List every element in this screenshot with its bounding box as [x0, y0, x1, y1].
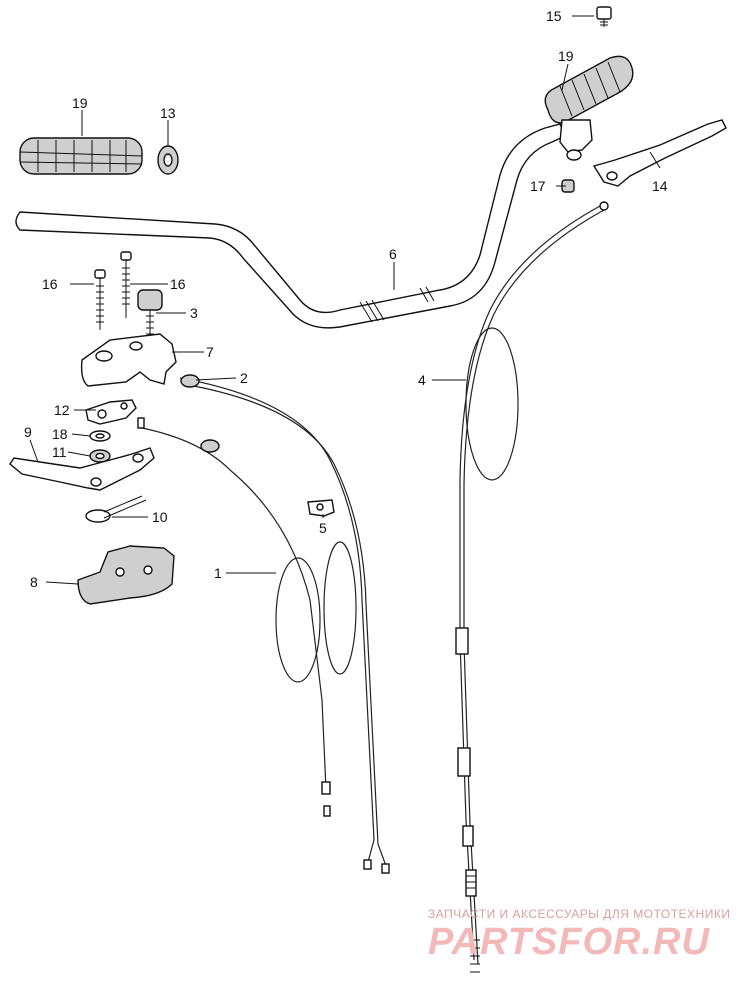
- callout-5: 5: [319, 520, 327, 536]
- part-8-cover: [77, 545, 175, 605]
- part-3-adjuster: [137, 289, 163, 340]
- callout-3: 3: [190, 305, 198, 321]
- callout-labels: 15 19 19 13 17 14 6 16 16 3 7 2 4 12 9 1…: [24, 8, 668, 590]
- callout-18: 18: [52, 426, 68, 442]
- callout-16-left: 16: [42, 276, 58, 292]
- part-16-screws: [94, 251, 132, 330]
- callout-6: 6: [389, 246, 397, 262]
- watermark: ЗАПЧАСТИ И АКСЕССУАРЫ ДЛЯ МОТОТЕХНИКИ PA…: [428, 907, 730, 963]
- callout-16-right: 16: [170, 276, 186, 292]
- callout-11: 11: [52, 444, 67, 460]
- callout-13: 13: [160, 105, 176, 121]
- callout-19-right: 19: [558, 48, 574, 64]
- leader-lines: [29, 15, 661, 585]
- handlebar: [15, 123, 566, 329]
- part-9-clutch-lever: [9, 447, 155, 491]
- part-12-plate: [85, 399, 137, 425]
- callout-15: 15: [546, 8, 562, 24]
- part-5-cable-clamp: [307, 499, 335, 517]
- part-13-collar: [157, 145, 179, 175]
- callout-4: 4: [418, 372, 426, 388]
- cable-4: [455, 201, 609, 973]
- cable-1: [137, 417, 331, 817]
- callout-17: 17: [530, 178, 546, 194]
- part-7-lever-housing: [80, 333, 177, 387]
- callout-9: 9: [24, 424, 32, 440]
- callout-7: 7: [206, 344, 214, 360]
- watermark-brand: PARTSFOR.RU: [428, 921, 710, 963]
- callout-14: 14: [652, 178, 668, 194]
- callout-1: 1: [214, 565, 222, 581]
- right-lever-assembly: [559, 119, 727, 187]
- callout-10: 10: [152, 509, 168, 525]
- callout-8: 8: [30, 574, 38, 590]
- cable-2: [179, 374, 390, 874]
- grip-left: [19, 137, 143, 175]
- part-10-pin: [85, 495, 147, 523]
- watermark-tagline: ЗАПЧАСТИ И АКСЕССУАРЫ ДЛЯ МОТОТЕХНИКИ: [428, 907, 730, 921]
- grip-right: [544, 55, 634, 124]
- part-18-washer: [89, 430, 111, 442]
- callout-12: 12: [54, 402, 70, 418]
- callout-19-left: 19: [72, 95, 88, 111]
- callout-2: 2: [240, 370, 248, 386]
- part-15-screw: [596, 6, 612, 27]
